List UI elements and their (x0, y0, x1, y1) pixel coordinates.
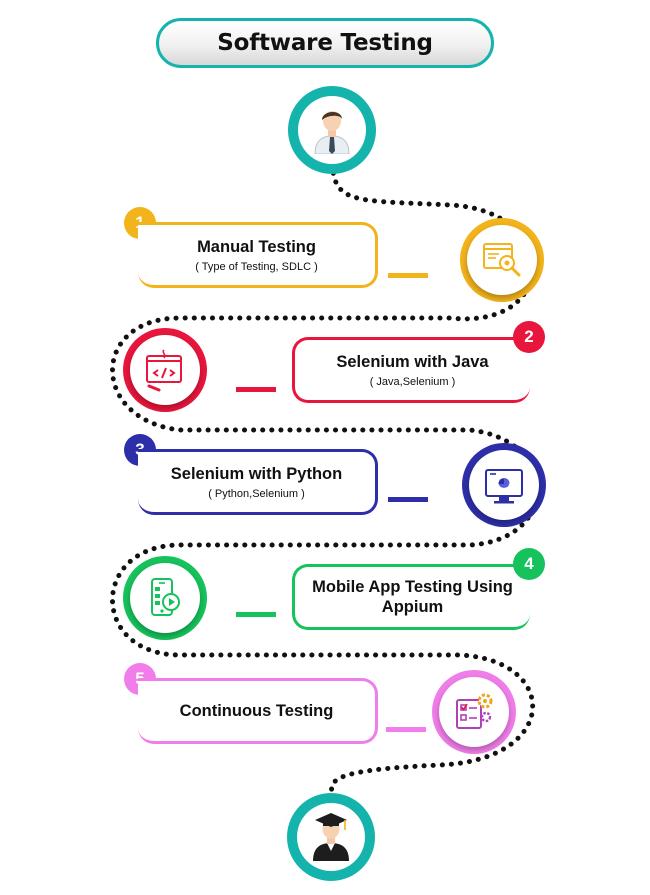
step-1-icon-ring (460, 218, 544, 302)
step-2-number-badge: 2 (513, 321, 545, 353)
step-4-connector (236, 612, 276, 617)
title-banner: Software Testing (156, 18, 494, 68)
graduate-icon (313, 813, 349, 861)
professional-person-icon (314, 111, 350, 154)
checklist-gear-icon (456, 693, 493, 729)
page-title: Software Testing (217, 30, 433, 56)
step-5-icon-ring (432, 670, 516, 754)
step-4-number-badge: 4 (513, 548, 545, 580)
step-4-title: Mobile App Testing Using Appium (312, 578, 513, 616)
java-code-icon (146, 349, 182, 392)
step-1-box: Manual Testing ( Type of Testing, SDLC ) (138, 222, 378, 288)
end-node (287, 793, 375, 881)
step-5-box: Continuous Testing (138, 678, 378, 744)
step-3-subtitle: ( Python,Selenium ) (208, 488, 305, 500)
step-2-subtitle: ( Java,Selenium ) (369, 376, 456, 388)
python-monitor-icon (485, 469, 523, 504)
step-3-title: Selenium with Python (170, 465, 343, 483)
step-2-connector (236, 387, 276, 392)
step-2-icon-ring (123, 328, 207, 412)
code-bug-search-icon (483, 243, 521, 277)
step-5-connector (386, 727, 426, 732)
mobile-app-icon (151, 578, 180, 616)
step-1-connector (388, 273, 428, 278)
step-2-box: Selenium with Java ( Java,Selenium ) (292, 337, 530, 403)
step-3-icon-ring (462, 443, 546, 527)
step-4-box: Mobile App Testing Using Appium (292, 564, 530, 630)
step-3-box: Selenium with Python ( Python,Selenium ) (138, 449, 378, 515)
step-5-title: Continuous Testing (179, 702, 334, 720)
step-3-connector (388, 497, 428, 502)
step-4-icon-ring (123, 556, 207, 640)
step-2-title: Selenium with Java (336, 353, 489, 371)
start-node (288, 86, 376, 174)
step-1-title: Manual Testing (197, 238, 316, 256)
step-1-subtitle: ( Type of Testing, SDLC ) (195, 261, 318, 273)
